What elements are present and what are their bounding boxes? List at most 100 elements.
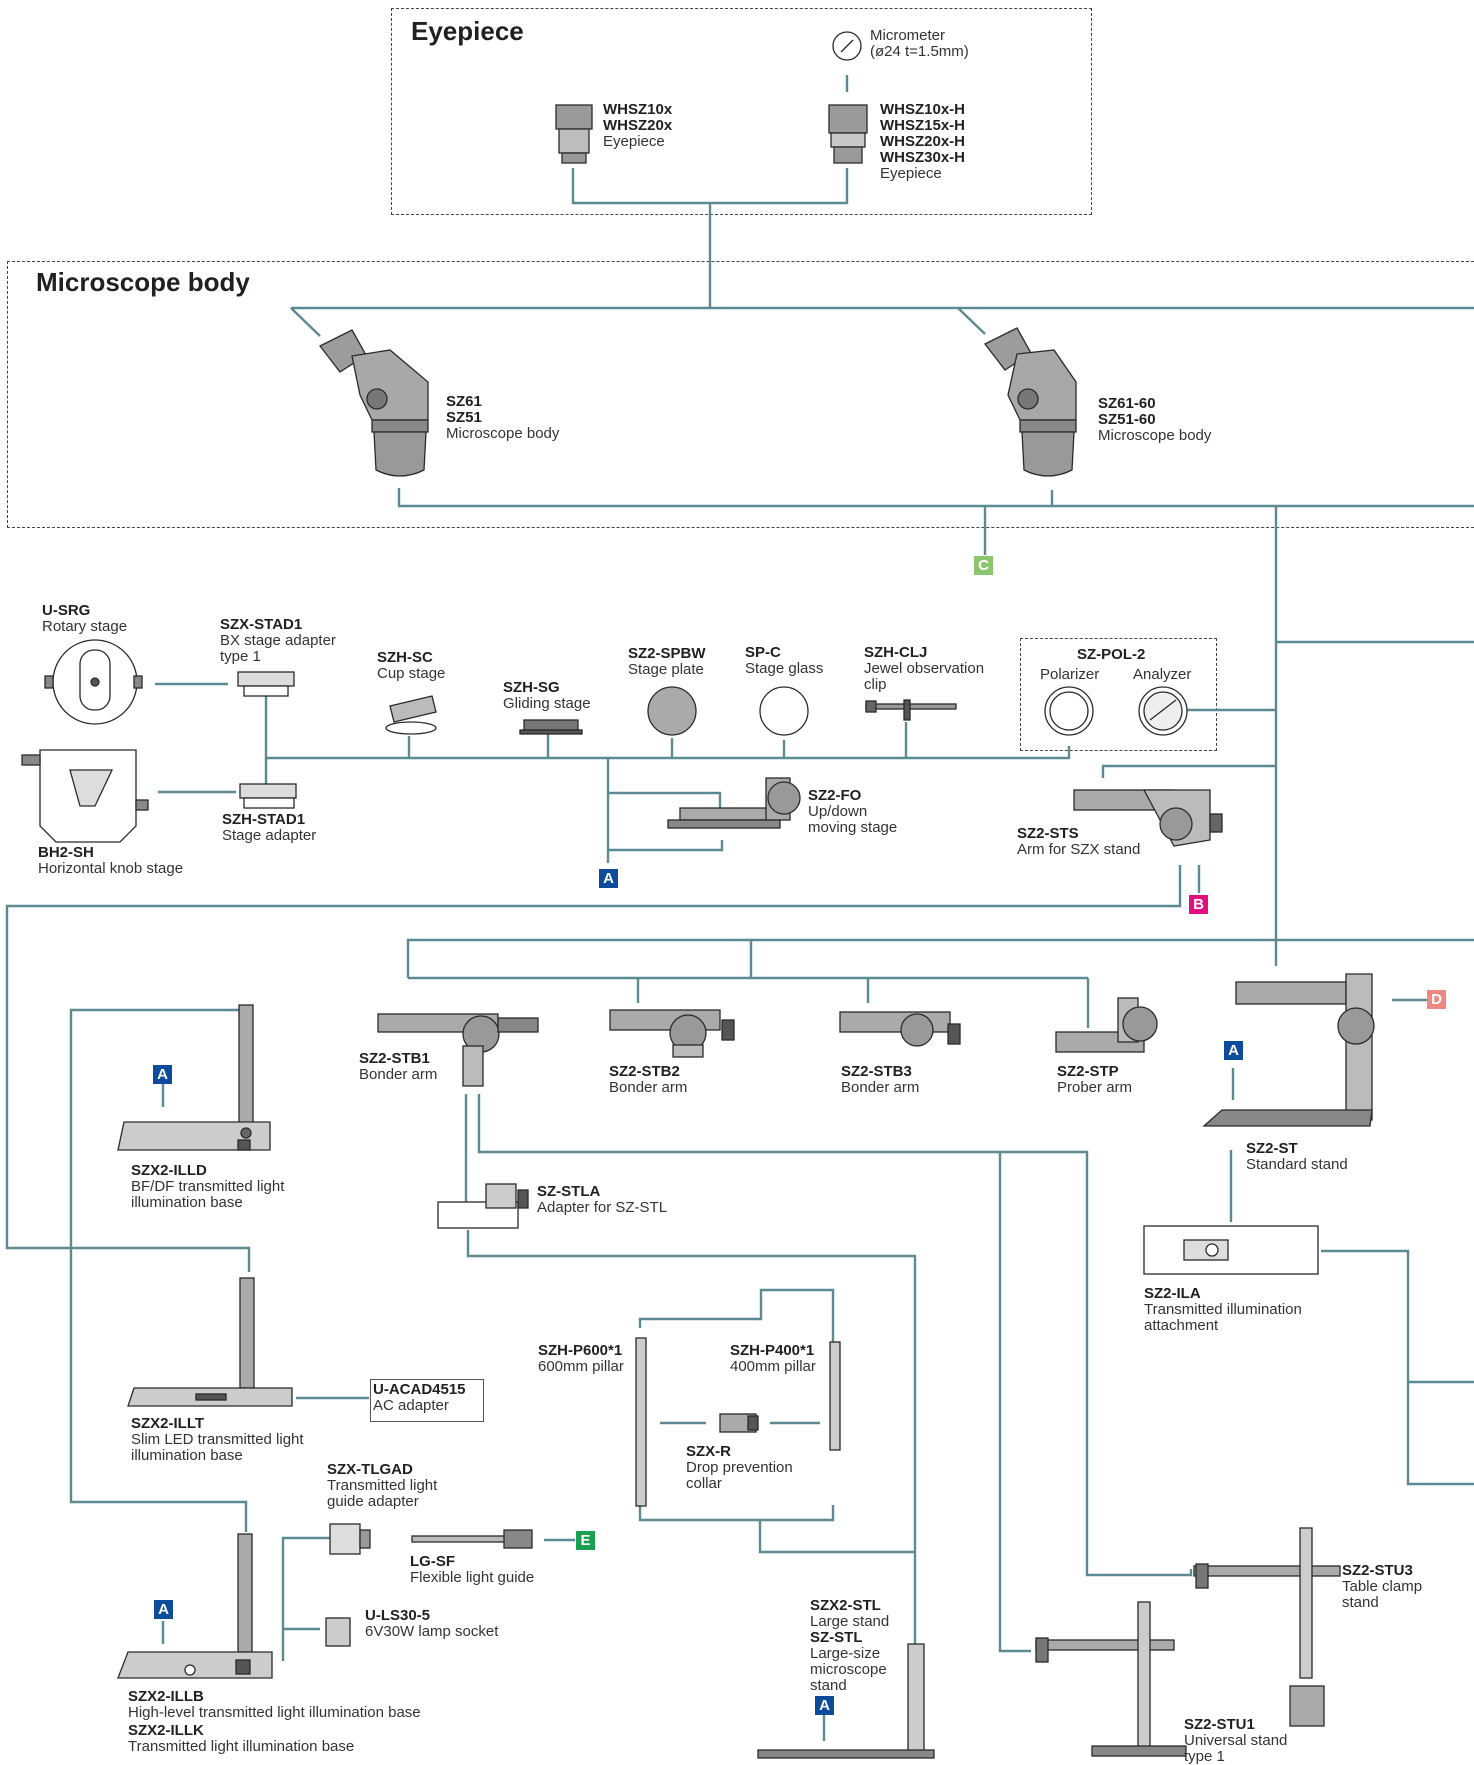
product-description: Slim LED transmitted light — [131, 1431, 304, 1448]
product-code: SZ61-60 — [1098, 395, 1156, 412]
product-code: SZ2-STB1 — [359, 1050, 430, 1067]
product-description: Horizontal knob stage — [38, 860, 184, 877]
product-description: 600mm pillar — [538, 1358, 624, 1375]
product-description: Stage glass — [745, 660, 824, 677]
analyzer-icon — [1138, 686, 1188, 736]
product-description: moving stage — [808, 819, 898, 836]
badge-d[interactable]: D — [1427, 990, 1446, 1009]
product-description: Transmitted light — [327, 1477, 438, 1494]
product-code: SZH-SG — [503, 679, 560, 696]
badge-a-st[interactable]: A — [1224, 1041, 1243, 1060]
szx2-illt-base-icon — [127, 1277, 293, 1407]
product-description: stand — [810, 1677, 847, 1694]
sz2-stb3-arm-icon — [839, 1011, 961, 1047]
product-code: SP-C — [745, 644, 781, 661]
sp-c-stage-glass-icon — [759, 686, 809, 736]
u-acad4515-box — [370, 1379, 484, 1422]
product-description: Bonder arm — [609, 1079, 688, 1096]
badge-c[interactable]: C — [974, 556, 993, 575]
badge-a-stage[interactable]: A — [599, 869, 618, 888]
product-description: Microscope body — [446, 425, 560, 442]
product-code: SZH-P600*1 — [538, 1342, 623, 1359]
eyepiece-whszh-icon — [828, 104, 868, 164]
product-description: Analyzer — [1133, 666, 1192, 683]
product-description: BF/DF transmitted light — [131, 1178, 285, 1195]
product-description: illumination base — [131, 1447, 243, 1464]
product-code: SZ-STLA — [537, 1183, 601, 1200]
product-description: microscope — [810, 1661, 887, 1678]
szh-stad1-adapter-icon — [239, 783, 297, 809]
product-description: Micrometer — [870, 27, 946, 44]
szx2-illb-base-icon — [117, 1533, 273, 1679]
badge-a-stl[interactable]: A — [815, 1696, 834, 1715]
sz2-st-standard-stand-icon — [1202, 973, 1375, 1127]
product-description: type 1 — [220, 648, 261, 665]
szh-p400-pillar-icon — [829, 1341, 841, 1451]
product-description: Prober arm — [1057, 1079, 1133, 1096]
product-description: guide adapter — [327, 1493, 419, 1510]
product-code: SZ-STL — [810, 1629, 863, 1646]
product-code: SZH-STAD1 — [222, 811, 306, 828]
polarizer-icon — [1044, 686, 1094, 736]
product-description: Table clamp — [1342, 1578, 1423, 1595]
badge-a-illd[interactable]: A — [153, 1065, 172, 1084]
product-code: SZX2-STL — [810, 1597, 881, 1614]
product-description: Bonder arm — [841, 1079, 920, 1096]
product-code: SZ2-STB2 — [609, 1063, 680, 1080]
product-code: SZX2-ILLD — [131, 1162, 207, 1179]
product-code: WHSZ15x-H — [880, 117, 966, 134]
product-description: Eyepiece — [880, 165, 942, 182]
badge-b[interactable]: B — [1189, 895, 1208, 914]
szh-sc-cup-stage-icon — [385, 695, 437, 735]
product-code: SZX-TLGAD — [327, 1461, 413, 1478]
product-description: Large stand — [810, 1613, 890, 1630]
product-code: SZH-CLJ — [864, 644, 928, 661]
badge-a-illb[interactable]: A — [154, 1600, 173, 1619]
product-description: collar — [686, 1475, 722, 1492]
product-code: SZX2-ILLK — [128, 1722, 204, 1739]
product-code: SZ61 — [446, 393, 482, 410]
product-description: Arm for SZX stand — [1017, 841, 1141, 858]
product-code: SZH-SC — [377, 649, 433, 666]
product-code: U-SRG — [42, 602, 91, 619]
product-description: attachment — [1144, 1317, 1219, 1334]
sz2-stb1-arm-icon — [377, 1013, 539, 1087]
product-code: SZ2-STP — [1057, 1063, 1119, 1080]
badge-e[interactable]: E — [576, 1531, 595, 1550]
product-description: Universal stand — [1184, 1732, 1288, 1749]
szx-r-collar-icon — [719, 1413, 759, 1433]
product-code: LG-SF — [410, 1553, 455, 1570]
label-polarizer: Polarizer — [1040, 667, 1099, 683]
product-description: Polarizer — [1040, 666, 1100, 683]
product-code: U-ACAD4515 — [373, 1381, 466, 1398]
product-description: Drop prevention — [686, 1459, 793, 1476]
product-code: WHSZ30x-H — [880, 149, 966, 166]
product-description: Transmitted illumination — [1144, 1301, 1302, 1318]
eyepiece-section-box — [391, 8, 1092, 215]
product-code: WHSZ10x-H — [880, 101, 966, 118]
lg-sf-light-guide-icon — [411, 1529, 533, 1549]
